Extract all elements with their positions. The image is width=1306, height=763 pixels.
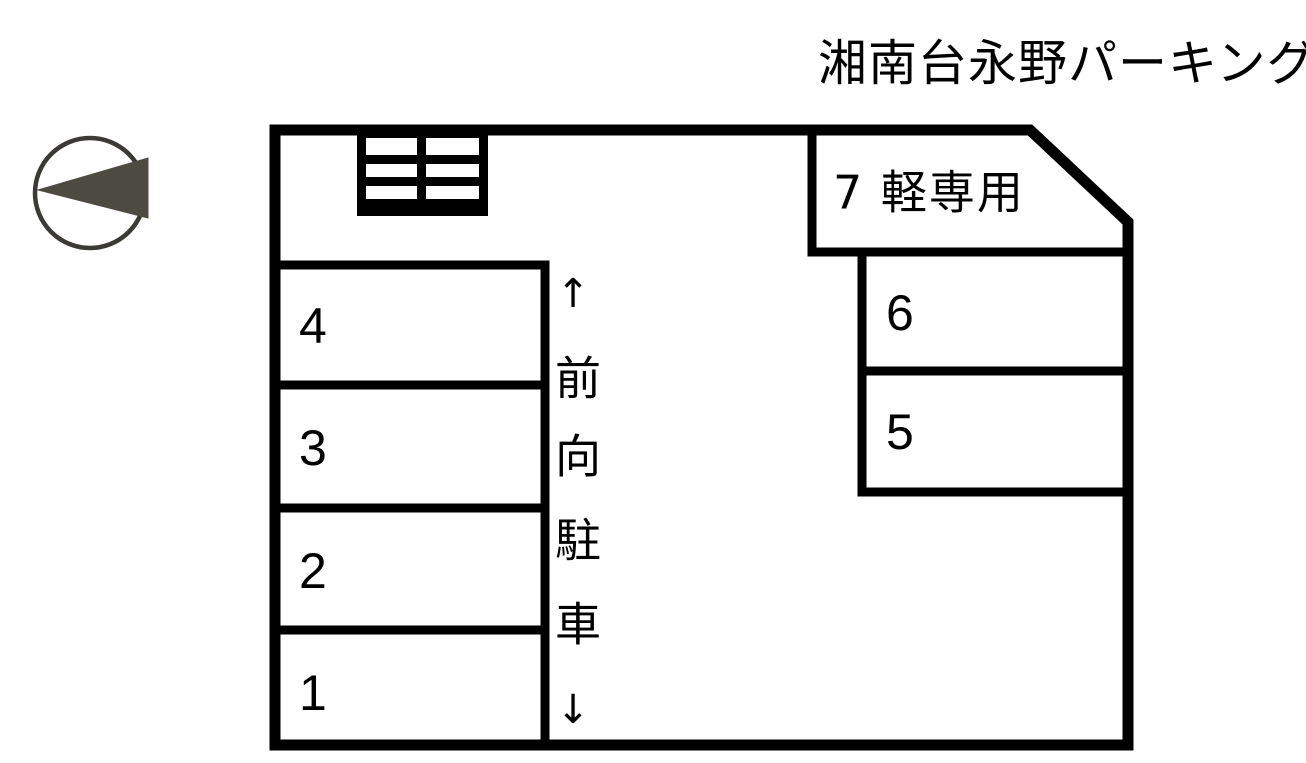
- compass-direction-icon: [32, 135, 149, 251]
- driveway-arrow-up: ↑: [556, 271, 590, 317]
- stall-7[interactable]: 7 軽専用: [807, 130, 1128, 257]
- stairs-icon: [357, 130, 488, 216]
- driveway-arrow-down: ↓: [556, 687, 590, 733]
- stall-3-label: 3: [299, 420, 327, 476]
- stall-1-label: 1: [299, 665, 327, 721]
- right-stall-block: [857, 252, 1128, 497]
- driveway-char-1: 前: [555, 352, 601, 406]
- page-title: 湘南台永野パーキング: [818, 35, 1306, 92]
- stall-7-label: 7 軽専用: [833, 166, 1025, 220]
- stall-3[interactable]: 3: [280, 390, 540, 503]
- compass-needle-icon: [36, 157, 149, 219]
- stall-6[interactable]: 6: [868, 257, 1124, 367]
- stall-5[interactable]: 5: [868, 376, 1124, 488]
- driveway-char-3: 駐: [555, 514, 601, 568]
- stall-1[interactable]: 1: [280, 635, 540, 741]
- driveway-char-4: 車: [555, 598, 601, 652]
- stall-7-outline: [807, 130, 1128, 257]
- left-stall-block: [275, 260, 550, 745]
- stall-5-label: 5: [886, 404, 914, 460]
- stall-2-label: 2: [299, 543, 327, 599]
- left-block-outline: [275, 260, 550, 745]
- driveway-notice: ↑ 前 向 駐 車 ↓: [555, 271, 601, 733]
- right-block-outline: [857, 252, 1128, 497]
- stall-4[interactable]: 4: [280, 270, 540, 380]
- driveway-char-2: 向: [555, 430, 601, 484]
- stall-4-label: 4: [299, 298, 327, 354]
- stall-6-label: 6: [886, 285, 914, 341]
- lot-outer-boundary: [269, 124, 1134, 751]
- stall-2[interactable]: 2: [280, 513, 540, 625]
